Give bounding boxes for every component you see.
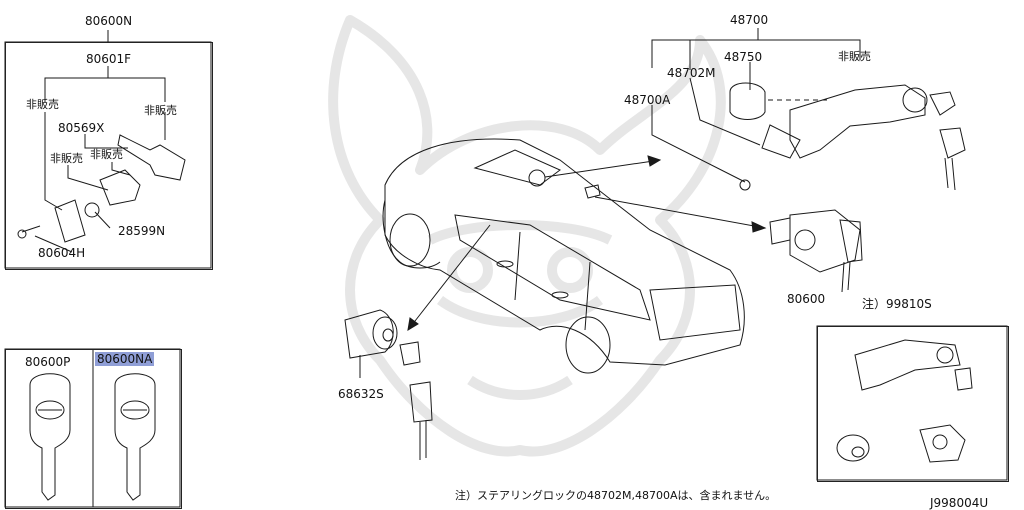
not-for-sale-label: 非販売 [90,148,123,161]
part-label-80569x[interactable]: 80569X [58,121,105,135]
not-for-sale-label: 非販売 [50,152,83,165]
part-label-80601f[interactable]: 80601F [86,52,132,66]
part-label-80600n[interactable]: 80600N [85,14,133,28]
part-label-80600p[interactable]: 80600P [25,355,71,369]
not-for-sale-label: 非販売 [838,50,871,63]
part-label-48700[interactable]: 48700 [730,13,769,27]
part-label-48702m[interactable]: 48702M [667,66,716,80]
part-label-99810s[interactable]: 注）99810S [862,297,932,311]
part-label-28599n[interactable]: 28599N [118,224,166,238]
not-for-sale-label: 非販売 [26,98,59,111]
part-label-48700a[interactable]: 48700A [624,93,671,107]
footnote: 注）ステアリングロックの48702M,48700Aは、含まれません。 [455,489,777,502]
diagram-id: J998004U [930,496,989,510]
part-label-80600na[interactable]: 80600NA [95,352,155,366]
lock-set-box [817,326,1009,482]
key-blanks-box [5,349,182,509]
part-label-68632s[interactable]: 68632S [338,387,384,401]
part-label-48750[interactable]: 48750 [724,50,763,64]
not-for-sale-label: 非販売 [144,104,177,117]
keyless-remote-box [5,42,213,270]
part-label-80604h[interactable]: 80604H [38,246,86,260]
part-label-80600[interactable]: 80600 [787,292,826,306]
